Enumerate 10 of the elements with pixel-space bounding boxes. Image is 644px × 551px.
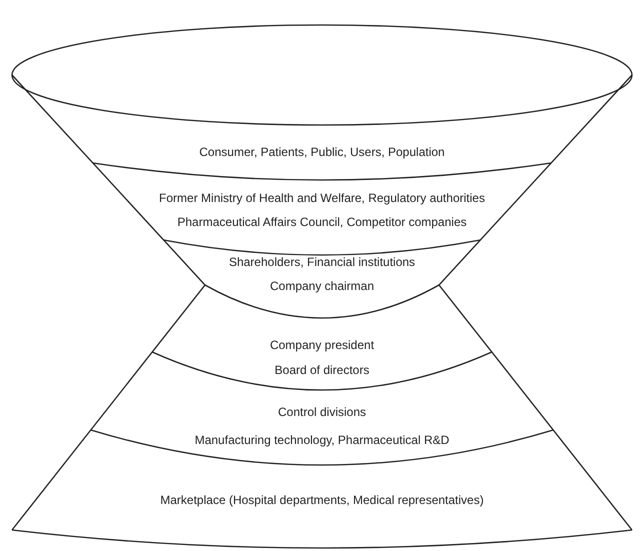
band-label: Consumer, Patients, Public, Users, Population (199, 145, 445, 159)
band-label: Shareholders, Financial institutions (228, 255, 416, 269)
band-label: Manufacturing technology, Pharmaceutical R&D (194, 433, 450, 447)
band-label: Former Ministry of Health and Welfare, Regulatory authorities (159, 191, 485, 205)
band-label: Board of directors (274, 363, 370, 377)
band-label: Control divisions (278, 405, 366, 419)
band-label: Company chairman (270, 279, 374, 293)
band-label: Company president (270, 338, 374, 352)
band-label: Pharmaceutical Affairs Council, Competitor companies (177, 215, 467, 229)
band-label: Marketplace (Hospital departments, Medical representatives) (160, 493, 484, 507)
